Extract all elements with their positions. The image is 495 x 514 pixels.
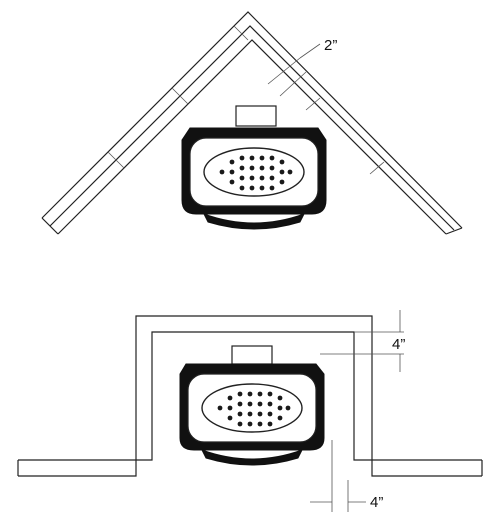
heater-grille [203,147,305,197]
grille-holes [217,391,291,427]
heater-base [202,213,306,230]
corner-installation-view: 2” [41,11,463,235]
heater-base [200,449,304,466]
corner-walls [41,11,463,235]
heater-unit-recessed [179,345,325,466]
corner-clearance-dimension: 2” [267,37,337,97]
ceiling-clearance-dimension: 4” [320,310,405,372]
heater-grille [201,383,303,433]
heater-unit-top [181,105,327,230]
grille-holes [219,155,293,191]
recessed-installation-view: 4” 4” [17,310,483,512]
ceiling-clearance-label: 4” [392,336,405,353]
wall-clearance-label: 4” [370,494,383,511]
mounting-bracket [235,105,277,127]
wall-clearance-dimension: 4” [310,440,383,512]
mounting-bracket [231,345,273,365]
corner-clearance-label: 2” [324,37,337,54]
recess-walls [17,315,483,477]
